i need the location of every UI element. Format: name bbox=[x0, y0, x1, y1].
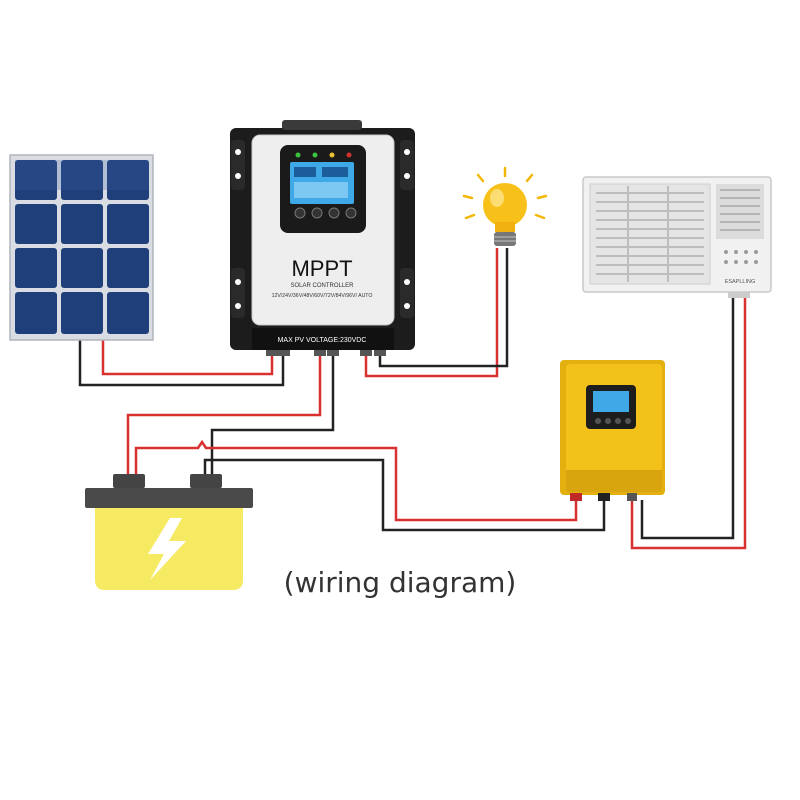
controller-subtitle: SOLAR CONTROLLER bbox=[290, 283, 354, 289]
air-conditioner: ESAPLLING bbox=[582, 176, 772, 298]
wire-bulb-black bbox=[378, 248, 509, 368]
wires bbox=[78, 248, 747, 550]
wire-ac-red bbox=[630, 296, 747, 550]
solar-panel bbox=[9, 154, 154, 341]
controller-max-pv: MAX PV VOLTAGE:230VDC bbox=[278, 337, 367, 344]
battery-icon bbox=[85, 474, 253, 590]
diagram-caption: (wiring diagram) bbox=[283, 566, 517, 599]
inverter bbox=[560, 360, 665, 501]
wire-bulb-red bbox=[364, 248, 499, 378]
controller-brand: MPPT bbox=[291, 256, 352, 281]
ac-brand: ESAPLLING bbox=[725, 279, 756, 285]
wire-ac-black bbox=[640, 296, 735, 540]
light-bulb-icon bbox=[462, 166, 548, 246]
wire-inverter-black bbox=[203, 458, 606, 532]
wire-panel-red bbox=[101, 340, 274, 376]
wire-panel-black bbox=[78, 340, 285, 387]
wire-battery-red bbox=[126, 355, 322, 480]
wire-battery-black bbox=[210, 355, 335, 480]
controller-voltages: 12V/24V/36V/48V/60V/72V/84V/96V/ AUTO bbox=[272, 293, 373, 299]
wire-inverter-red bbox=[134, 439, 578, 522]
mppt-controller: MPPT SOLAR CONTROLLER 12V/24V/36V/48V/60… bbox=[230, 120, 415, 356]
